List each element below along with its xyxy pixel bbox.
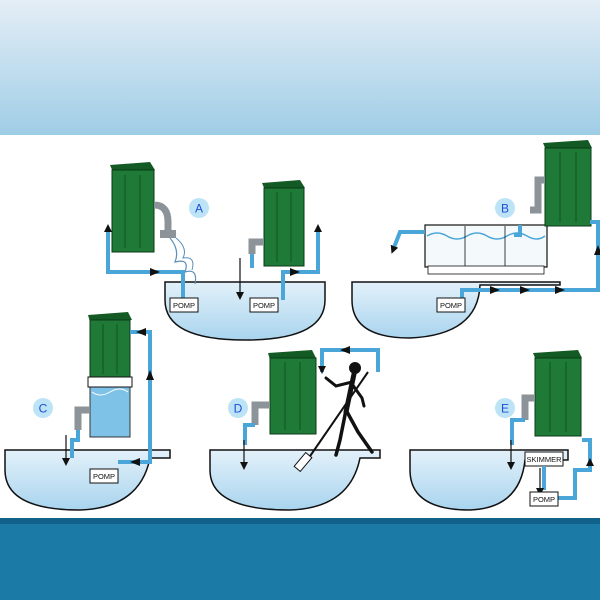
- setup-label: D: [234, 402, 243, 416]
- setup-label-circle: [189, 198, 209, 218]
- setup-a: POMP POMP A: [104, 162, 326, 341]
- setup-label: C: [39, 402, 48, 416]
- filter-unit-icon: [533, 350, 582, 437]
- pump-label: POMP: [253, 301, 275, 310]
- bottom-band-edge: [0, 518, 600, 524]
- pump-label: POMP: [93, 472, 115, 481]
- setup-label: B: [501, 202, 509, 216]
- filter-unit-icon: [110, 162, 155, 253]
- setup-c: POMP C: [4, 312, 171, 511]
- filter-unit-icon: [262, 180, 305, 267]
- pond-e: [409, 449, 569, 511]
- pump-icon: POMP: [436, 297, 466, 313]
- pump-icon: POMP: [249, 297, 279, 313]
- filter-unit-icon: [543, 140, 592, 227]
- setup-label-circle: [228, 398, 248, 418]
- setup-label-circle: [495, 198, 515, 218]
- top-gradient-band: [0, 0, 600, 135]
- skimmer-label: SKIMMER: [526, 455, 562, 464]
- pump-icon: POMP: [169, 297, 199, 313]
- setup-b: POMP B: [351, 140, 600, 339]
- setup-d: D: [209, 346, 381, 511]
- pump-label: POMP: [533, 495, 555, 504]
- pump-label: POMP: [173, 301, 195, 310]
- pump-icon: POMP: [89, 468, 119, 484]
- trough-filter: [424, 224, 548, 275]
- pond-d: [209, 449, 381, 511]
- setup-label: E: [501, 402, 509, 416]
- setup-e: SKIMMER POMP E: [409, 350, 594, 511]
- bottom-band: [0, 518, 600, 600]
- setup-label-circle: [495, 398, 515, 418]
- filter-unit-icon: [268, 350, 317, 435]
- pond-c: [4, 449, 171, 511]
- pump-label: POMP: [440, 301, 462, 310]
- pump-icon: POMP: [529, 491, 559, 507]
- filter-unit-icon: [88, 312, 132, 379]
- person-cleaning-icon: [293, 362, 374, 473]
- setup-label: A: [195, 202, 203, 216]
- skimmer-icon: SKIMMER: [524, 451, 564, 467]
- setup-label-circle: [33, 398, 53, 418]
